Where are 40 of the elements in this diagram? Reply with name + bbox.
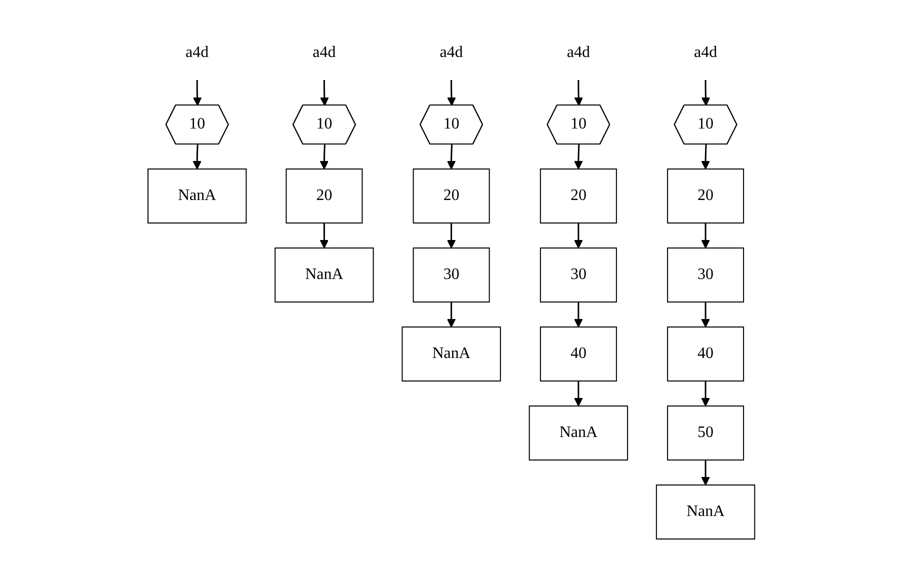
node-box: 20 [540,168,617,224]
arrow [700,144,710,170]
node-box: 40 [666,326,744,382]
arrow [192,144,202,170]
arrow [700,381,710,406]
node-text: a4d [694,44,717,61]
node-box: NanA [274,248,374,302]
arrow [446,223,456,248]
arrow [574,144,582,170]
arrow [700,223,710,248]
arrow [574,223,582,248]
arrow [446,144,456,170]
arrow [320,223,328,248]
arrow [574,80,583,106]
arrow [701,80,710,106]
node-box: NanA [147,168,246,224]
node-box: 50 [666,406,744,460]
arrow [574,302,582,328]
arrow [320,144,328,170]
node-box: 40 [540,326,617,382]
node-text: a4d [185,44,208,61]
node-text: a4d [439,44,463,61]
node-text: a4d [566,44,590,61]
node-box: NanA [656,484,755,540]
arrow [574,381,582,406]
node-box: 30 [666,248,744,302]
arrow [446,80,456,106]
arrow [192,80,202,106]
node-box: 30 [412,248,490,302]
arrow [700,302,710,328]
node-box: 30 [540,248,617,302]
node-box: 20 [285,168,362,224]
arrow [320,80,328,106]
node-box: 20 [412,168,490,224]
node-text: a4d [312,44,336,61]
arrow [446,302,456,328]
node-box: 20 [666,168,744,224]
arrow [700,460,710,486]
node-box: NanA [528,406,628,460]
node-box: NanA [401,326,501,382]
